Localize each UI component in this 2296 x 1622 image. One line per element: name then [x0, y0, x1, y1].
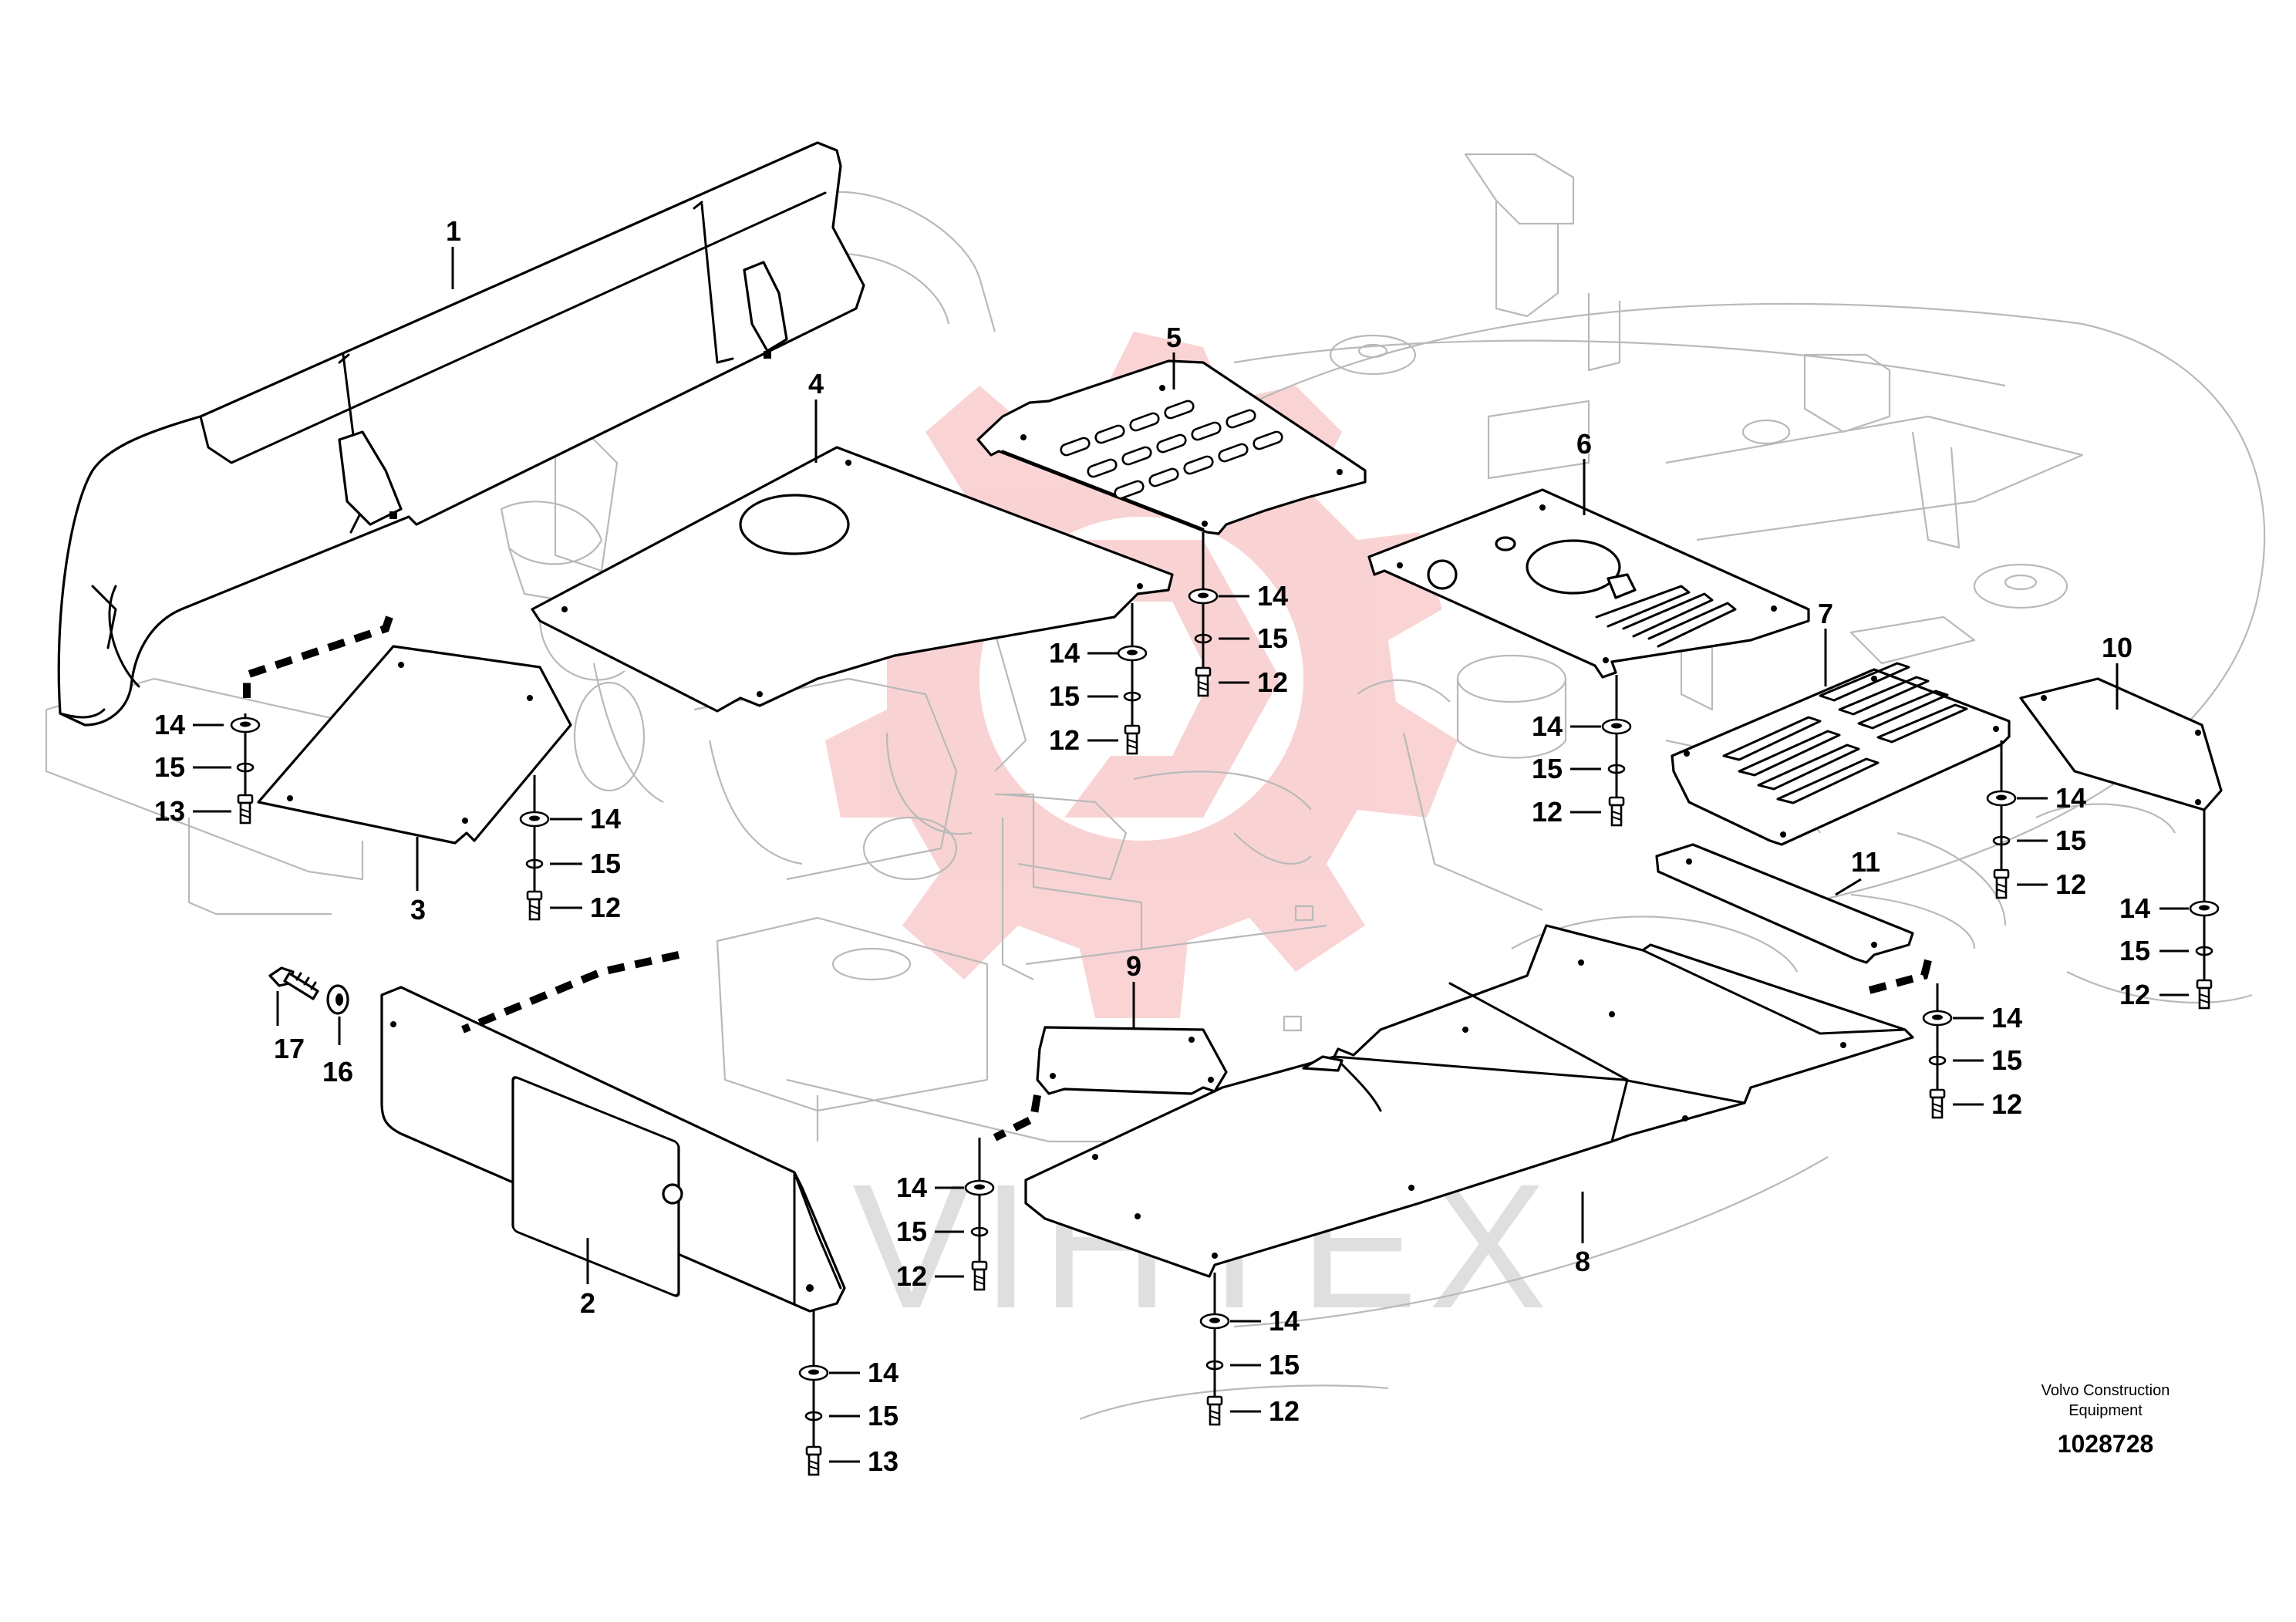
label-15-j: 15 — [1269, 1349, 1300, 1381]
label-14-j: 14 — [1269, 1305, 1300, 1337]
label-15-e: 15 — [1532, 753, 1563, 784]
label-15-g: 15 — [2119, 935, 2150, 966]
part-16-washer — [326, 984, 349, 1015]
label-14-i: 14 — [896, 1172, 927, 1203]
label-14-k: 14 — [868, 1357, 899, 1388]
part-7-louvre-grille — [1671, 662, 2011, 846]
label-part-10: 10 — [2102, 632, 2132, 663]
label-14-c: 14 — [1049, 637, 1080, 669]
label-part-6: 6 — [1576, 428, 1592, 460]
manufacturer-name-line2: Equipment — [2068, 1402, 2143, 1419]
part-1-rear-cover — [57, 141, 865, 727]
label-13-a: 13 — [154, 795, 185, 827]
leader-lines — [193, 247, 2206, 1463]
label-12-f: 12 — [2055, 868, 2086, 900]
label-15-h: 15 — [1991, 1044, 2022, 1076]
label-12-g: 12 — [2119, 979, 2150, 1010]
label-15-f: 15 — [2055, 824, 2086, 856]
label-15-a: 15 — [154, 751, 185, 783]
label-14-a: 14 — [154, 709, 185, 740]
label-14-d: 14 — [1257, 580, 1288, 612]
label-part-2: 2 — [580, 1287, 595, 1319]
part-11-strip — [1655, 843, 1914, 964]
label-part-3: 3 — [410, 894, 426, 926]
part-7-louvres — [1722, 662, 1968, 804]
part-4-access-plate — [531, 446, 1174, 713]
label-15-k: 15 — [868, 1400, 899, 1431]
part-9-small-cover — [1036, 1026, 1228, 1095]
fastener-number-labels: 14 15 13 14 15 12 14 15 12 14 15 12 14 1… — [154, 580, 2150, 1477]
label-14-g: 14 — [2119, 892, 2150, 924]
label-12-i: 12 — [896, 1260, 927, 1292]
label-15-i: 15 — [896, 1216, 927, 1247]
part-2-side-panel — [380, 986, 846, 1313]
assembly-dash-lines — [243, 615, 1932, 1141]
label-15-b: 15 — [590, 848, 621, 879]
part-5-slots — [1060, 400, 1283, 500]
label-part-9: 9 — [1126, 950, 1141, 982]
label-14-e: 14 — [1532, 710, 1563, 742]
part-number-labels: 1 2 3 4 5 6 7 8 9 10 11 — [410, 215, 2132, 1319]
label-part-7: 7 — [1818, 598, 1833, 629]
label-16: 16 — [322, 1056, 353, 1088]
label-part-5: 5 — [1166, 322, 1182, 353]
part-10-end-plate — [2019, 677, 2223, 811]
label-12-d: 12 — [1257, 666, 1288, 698]
part-5-vented-plate — [976, 359, 1367, 535]
label-part-8: 8 — [1575, 1246, 1590, 1277]
label-14-h: 14 — [1991, 1002, 2022, 1034]
manufacturer-block: Volvo Construction Equipment 1028728 — [2001, 1381, 2210, 1458]
label-15-c: 15 — [1049, 680, 1080, 712]
label-12-e: 12 — [1532, 796, 1563, 828]
part-6-slots — [1595, 585, 1737, 648]
label-12-h: 12 — [1991, 1088, 2022, 1120]
label-part-1: 1 — [446, 215, 461, 247]
label-14-f: 14 — [2055, 782, 2086, 814]
label-part-11: 11 — [1851, 846, 1880, 878]
part-8-floor-plate — [1024, 924, 1914, 1278]
label-12-j: 12 — [1269, 1395, 1300, 1427]
document-number: 1028728 — [2057, 1430, 2154, 1458]
label-part-4: 4 — [808, 368, 824, 400]
part-17-bolt — [268, 966, 319, 1000]
label-17: 17 — [274, 1033, 305, 1064]
part-6-service-plate — [1367, 488, 1810, 679]
part-3-cover-plate — [257, 645, 572, 845]
label-12-c: 12 — [1049, 724, 1080, 756]
manufacturer-name-line1: Volvo Construction — [2041, 1382, 2170, 1399]
label-12-b: 12 — [590, 892, 621, 923]
label-13-k: 13 — [868, 1445, 899, 1477]
label-15-d: 15 — [1257, 622, 1288, 654]
label-14-b: 14 — [590, 803, 621, 835]
